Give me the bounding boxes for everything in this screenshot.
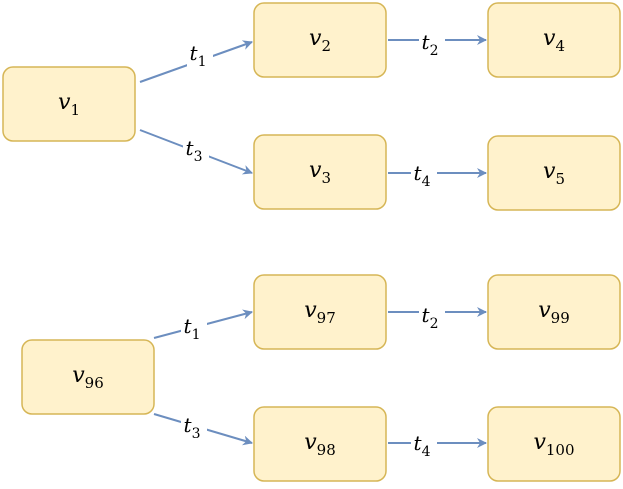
- edge-label-text-subscript: 1: [192, 327, 201, 343]
- node-v98[interactable]: v98: [253, 406, 387, 482]
- node-label-subscript: 97: [317, 309, 336, 327]
- node-label: v99: [538, 298, 570, 327]
- edge-label-text-base: t: [422, 30, 431, 54]
- node-label-subscript: 98: [317, 441, 336, 459]
- edge-label-background: [411, 163, 437, 187]
- edge-label-v3-v5: t4: [411, 161, 437, 190]
- node-label: v4: [543, 26, 565, 55]
- edge-label-text-base: t: [414, 431, 423, 455]
- node-box: [253, 2, 387, 78]
- edge-label-text-subscript: 2: [430, 316, 439, 332]
- node-label-base: v: [309, 158, 322, 183]
- node-label: v96: [72, 363, 104, 392]
- edge-label-text-base: t: [184, 413, 193, 437]
- node-label-subscript: 96: [85, 374, 104, 392]
- edge-label-text-base: t: [184, 314, 193, 338]
- node-label-subscript: 100: [546, 441, 575, 459]
- node-label-base: v: [309, 26, 322, 51]
- node-v4[interactable]: v4: [487, 2, 621, 78]
- edge-label-text: t2: [422, 30, 439, 59]
- node-box: [253, 406, 387, 482]
- edge-label-v96-v97: t1: [181, 314, 207, 343]
- node-label: v2: [309, 26, 331, 55]
- edge-label-background: [419, 32, 445, 56]
- node-label-base: v: [533, 430, 546, 455]
- edge-label-text: t4: [414, 161, 431, 190]
- edge-label-background: [419, 305, 445, 329]
- edge-label-v2-v4: t2: [419, 30, 445, 59]
- node-label: v1: [58, 90, 80, 119]
- node-label-subscript: 5: [555, 170, 565, 188]
- node-v99[interactable]: v99: [487, 274, 621, 350]
- edge-label-background: [181, 415, 207, 439]
- edge-label-background: [187, 43, 213, 67]
- edge-label-text-base: t: [422, 303, 431, 327]
- edge-label-v1-v3: t3: [183, 136, 209, 165]
- node-label-subscript: 99: [551, 309, 570, 327]
- edge-label-text-base: t: [414, 161, 423, 185]
- node-v2[interactable]: v2: [253, 2, 387, 78]
- node-label-base: v: [543, 159, 556, 184]
- node-v3[interactable]: v3: [253, 134, 387, 210]
- node-box: [2, 66, 136, 142]
- edge-label-text-subscript: 1: [198, 54, 207, 70]
- edge-label-background: [183, 138, 209, 162]
- edge-label-v97-v99: t2: [419, 303, 445, 332]
- node-label-base: v: [304, 298, 317, 323]
- node-box: [487, 135, 621, 211]
- edge-label-text-subscript: 4: [422, 174, 431, 190]
- node-v1[interactable]: v1: [2, 66, 136, 142]
- edge-label-text-subscript: 3: [192, 426, 201, 442]
- node-label: v3: [309, 158, 331, 187]
- node-box: [253, 134, 387, 210]
- node-label-subscript: 3: [321, 169, 331, 187]
- node-label: v5: [543, 159, 565, 188]
- node-box: [253, 274, 387, 350]
- node-label-base: v: [72, 363, 85, 388]
- edge-label-background: [181, 316, 207, 340]
- node-box: [487, 406, 621, 482]
- node-label: v97: [304, 298, 336, 327]
- node-label: v100: [533, 430, 574, 459]
- node-label-subscript: 4: [555, 37, 565, 55]
- node-label-subscript: 2: [321, 37, 331, 55]
- node-box: [21, 339, 155, 415]
- edge-label-text-base: t: [186, 136, 195, 160]
- node-box: [487, 2, 621, 78]
- edge-label-text: t1: [184, 314, 201, 343]
- edge-label-text-base: t: [190, 41, 199, 65]
- edge-label-text: t3: [186, 136, 203, 165]
- edge-label-text-subscript: 3: [194, 149, 203, 165]
- edge-label-text: t3: [184, 413, 201, 442]
- node-label-subscript: 1: [70, 101, 80, 119]
- edge-label-v96-v98: t3: [181, 413, 207, 442]
- edge-label-text: t2: [422, 303, 439, 332]
- node-label-base: v: [538, 298, 551, 323]
- node-v5[interactable]: v5: [487, 135, 621, 211]
- node-box: [487, 274, 621, 350]
- node-label: v98: [304, 430, 336, 459]
- node-v96[interactable]: v96: [21, 339, 155, 415]
- edge-label-v98-v100: t4: [411, 431, 437, 460]
- edges-layer: [139, 35, 487, 448]
- node-label-base: v: [543, 26, 556, 51]
- edge-label-v1-v2: t1: [187, 41, 213, 70]
- edge-label-background: [411, 433, 437, 457]
- node-v97[interactable]: v97: [253, 274, 387, 350]
- node-v100[interactable]: v100: [487, 406, 621, 482]
- edge-label-text-subscript: 2: [430, 43, 439, 59]
- edge-label-text: t1: [190, 41, 207, 70]
- edge-label-text: t4: [414, 431, 431, 460]
- edge-label-text-subscript: 4: [422, 444, 431, 460]
- node-label-base: v: [58, 90, 71, 115]
- node-label-base: v: [304, 430, 317, 455]
